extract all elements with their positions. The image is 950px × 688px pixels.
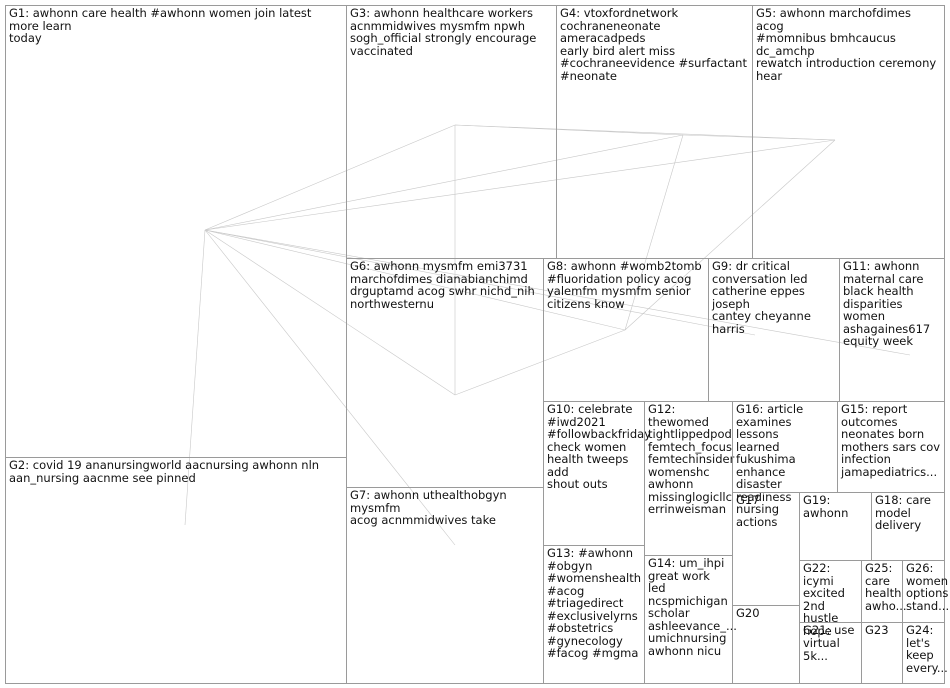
group-label-g6: G6: awhonn mysmfm emi3731 marchofdimes d… <box>350 259 535 311</box>
group-label-g19: G19: awhonn <box>803 493 849 520</box>
group-panel-g11: G11: awhonn maternal care black health d… <box>839 258 945 402</box>
edge-line <box>624 139 836 331</box>
edge-line <box>204 229 756 336</box>
group-panel-g19: G19: awhonn <box>799 492 872 561</box>
group-panel-g15: G15: report outcomes neonates born mothe… <box>837 401 945 493</box>
group-label-g9: G9: dr critical conversation led catheri… <box>712 259 811 336</box>
edge-line <box>184 229 206 526</box>
edge-line <box>204 229 456 546</box>
group-label-g2: G2: covid 19 ananursingworld aacnursing … <box>9 458 320 485</box>
edge-line <box>204 229 456 396</box>
group-label-g22: G22: icymi excited 2nd hustle hope virtu… <box>803 561 845 663</box>
group-panel-g4: G4: vtoxfordnetwork cochraneneonate amer… <box>556 5 753 259</box>
group-panel-g9: G9: dr critical conversation led catheri… <box>708 258 840 402</box>
group-panel-g21: G21: use <box>799 622 862 684</box>
group-panel-g2: G2: covid 19 ananursingworld aacnursing … <box>5 457 347 684</box>
group-panel-g23: G23 <box>861 622 903 684</box>
group-panel-g14: G14: um_ihpi great work led ncspmichigan… <box>644 555 737 684</box>
group-label-g5: G5: awhonn marchofdimes acog #momnibus b… <box>756 6 937 83</box>
group-label-g24: G24: let's keep every... <box>906 623 948 675</box>
group-label-g26: G26: women options stand... <box>906 561 950 613</box>
group-label-g20: G20 <box>736 606 760 620</box>
group-label-g13: G13: #awhonn #obgyn #womenshealth #acog … <box>547 546 642 660</box>
group-panel-g7: G7: awhonn uthealthobgyn mysmfm acog acn… <box>346 487 544 684</box>
group-label-g16: G16: article examines lessons learned fu… <box>736 402 804 529</box>
group-label-g18: G18: care model delivery <box>875 493 931 532</box>
group-panel-g5: G5: awhonn marchofdimes acog #momnibus b… <box>752 5 945 259</box>
group-label-g7: G7: awhonn uthealthobgyn mysmfm acog acn… <box>350 488 507 527</box>
group-label-g17: G17 <box>736 493 760 507</box>
edge-line <box>204 229 626 331</box>
group-label-g11: G11: awhonn maternal care black health d… <box>843 259 931 348</box>
group-label-g25: G25: care health awho... <box>865 561 907 613</box>
edge-line <box>624 134 684 331</box>
group-panel-g12: G12: thewomed tightlippedpod femtech_foc… <box>644 401 735 556</box>
group-label-g14: G14: um_ihpi great work led ncspmichigan… <box>648 556 737 658</box>
group-panel-g16: G16: article examines lessons learned fu… <box>732 401 838 528</box>
group-label-g21: G21: use <box>803 623 855 637</box>
group-panel-g8: G8: awhonn #womb2tomb #fluoridation poli… <box>543 258 709 402</box>
edge-line <box>204 134 684 231</box>
group-panel-g26: G26: women options stand... <box>902 560 950 623</box>
edge-line <box>454 124 836 141</box>
edge-line <box>682 134 836 141</box>
edge-line <box>204 124 456 231</box>
group-label-g12: G12: thewomed tightlippedpod femtech_foc… <box>648 402 735 516</box>
group-panel-g25: G25: care health awho... <box>861 560 907 623</box>
edge-line <box>454 329 626 396</box>
group-panel-g17: G17 <box>732 492 800 606</box>
group-panel-g10: G10: celebrate #iwd2021 #followbackfrida… <box>543 401 652 546</box>
group-panel-g24: G24: let's keep every... <box>902 622 948 684</box>
group-panel-g20: G20 <box>732 605 800 684</box>
group-panel-g22: G22: icymi excited 2nd hustle hope virtu… <box>799 560 862 662</box>
group-label-g3: G3: awhonn healthcare workers acnmmidwiv… <box>350 6 537 58</box>
group-label-g4: G4: vtoxfordnetwork cochraneneonate amer… <box>560 6 747 83</box>
group-panel-g13: G13: #awhonn #obgyn #womenshealth #acog … <box>543 545 645 684</box>
group-label-g15: G15: report outcomes neonates born mothe… <box>841 402 941 479</box>
group-panel-g18: G18: care model delivery <box>871 492 945 561</box>
group-panel-g3: G3: awhonn healthcare workers acnmmidwiv… <box>346 5 557 259</box>
edge-line <box>204 229 911 356</box>
group-panel-g6: G6: awhonn mysmfm emi3731 marchofdimes d… <box>346 258 544 488</box>
group-label-g8: G8: awhonn #womb2tomb #fluoridation poli… <box>547 259 702 311</box>
edge-line <box>204 139 836 231</box>
group-label-g10: G10: celebrate #iwd2021 #followbackfrida… <box>547 402 652 491</box>
group-panel-g1: G1: awhonn care health #awhonn women joi… <box>5 5 347 458</box>
group-label-g23: G23 <box>865 623 889 637</box>
group-label-g1: G1: awhonn care health #awhonn women joi… <box>9 6 312 45</box>
